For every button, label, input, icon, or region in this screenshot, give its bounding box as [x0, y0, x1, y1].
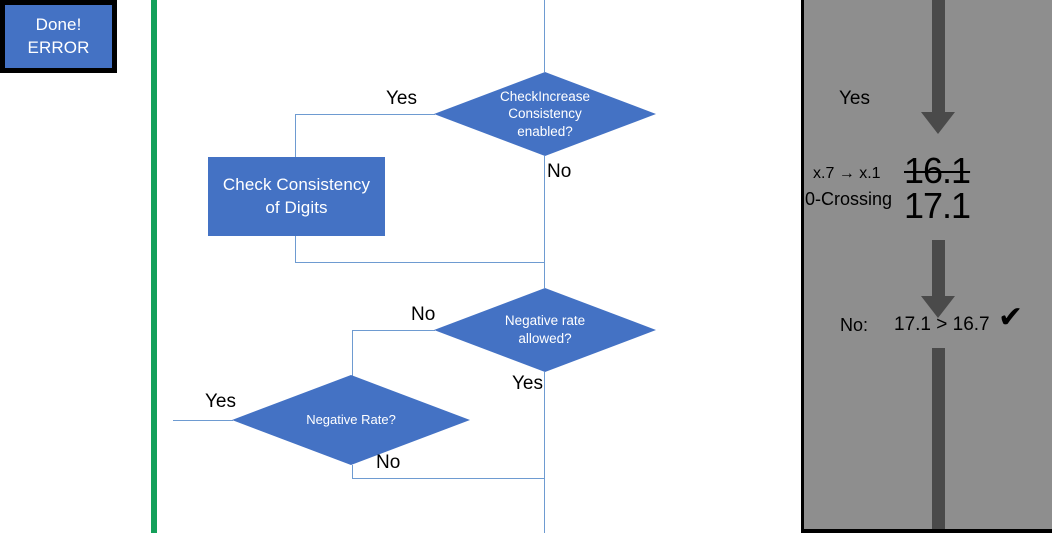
connector-yes-horizontal: [295, 114, 435, 115]
branch-label-negative-rate-no: No: [376, 452, 401, 473]
branch-label-negative-rate-yes: Yes: [205, 391, 236, 412]
branch-label-negative-rate-allowed-yes: Yes: [512, 373, 543, 394]
connector-negrate-no-vertical: [352, 465, 353, 478]
connector-no-vertical: [544, 156, 545, 288]
process-label: Check Consistency of Digits: [223, 174, 370, 219]
panel-arrow-head-top: [921, 112, 955, 134]
connector-box-exit-vertical: [295, 236, 296, 262]
decision-label-line3: enabled?: [517, 123, 573, 139]
connector-top-entry: [544, 0, 545, 72]
process-label-line1: Check Consistency: [222, 175, 371, 195]
branch-label-check-increase-yes: Yes: [386, 88, 417, 109]
terminator-label-line2: ERROR: [27, 37, 90, 57]
connector-yes-vertical-down: [295, 114, 296, 157]
branch-label-negative-rate-allowed-no: No: [411, 304, 436, 325]
decision-negative-rate-allowed[interactable]: Negative rate allowed?: [434, 288, 656, 372]
panel-arrow-shaft-bottom: [932, 348, 945, 529]
decision-label-line2: Consistency: [508, 106, 582, 122]
panel-yes-label: Yes: [839, 88, 870, 109]
check-mark-icon: ✔: [998, 300, 1024, 335]
panel-comparison-expression: 17.1 > 16.7: [894, 314, 990, 335]
decision-label: Negative rate allowed?: [505, 312, 585, 347]
decision-label-line2: allowed?: [518, 331, 572, 346]
annotation-panel: Yes x.7 → x.1 0-Crossing 16.1 17.1 No: 1…: [801, 0, 1052, 533]
connector-box-rejoin-horizontal: [295, 262, 545, 263]
decision-negative-rate[interactable]: Negative Rate?: [232, 375, 470, 465]
branch-label-check-increase-no: No: [547, 161, 572, 182]
panel-arrow-shaft-top: [932, 0, 945, 112]
decision-label-line1: Negative Rate?: [306, 411, 396, 427]
terminator-label-line1: Done!: [35, 15, 82, 35]
connector-allowed-yes-vertical: [544, 372, 545, 533]
panel-no-label: No:: [840, 315, 869, 335]
panel-value-current: 17.1: [904, 185, 971, 226]
connector-allowed-no-horizontal: [352, 330, 435, 331]
decision-label: Negative Rate?: [306, 412, 396, 429]
process-check-consistency-of-digits[interactable]: Check Consistency of Digits: [208, 157, 385, 236]
panel-rounding-rule-label: x.7 → x.1: [813, 165, 881, 182]
green-vertical-divider: [151, 0, 157, 533]
terminator-done-error[interactable]: Done! ERROR: [0, 0, 117, 73]
panel-zero-crossing-label: 0-Crossing: [805, 189, 893, 209]
connector-negrate-yes-horizontal: [173, 420, 233, 421]
panel-value-struck: 16.1: [904, 150, 971, 192]
decision-label-line1: CheckIncrease: [499, 88, 591, 104]
connector-allowed-no-vertical: [352, 330, 353, 420]
decision-label-line1: Negative rate: [504, 313, 586, 329]
process-label-line2: of Digits: [265, 197, 328, 217]
terminator-label: Done! ERROR: [28, 14, 90, 59]
panel-arrow-shaft-middle: [932, 240, 945, 298]
panel-arrow-head-middle: [921, 296, 955, 318]
connector-negrate-no-horizontal: [352, 478, 545, 479]
panel-value-struck-text: 16.1: [904, 150, 971, 191]
decision-check-increase-consistency-enabled[interactable]: CheckIncrease Consistency enabled?: [434, 72, 656, 156]
decision-label: CheckIncrease Consistency enabled?: [500, 88, 590, 141]
